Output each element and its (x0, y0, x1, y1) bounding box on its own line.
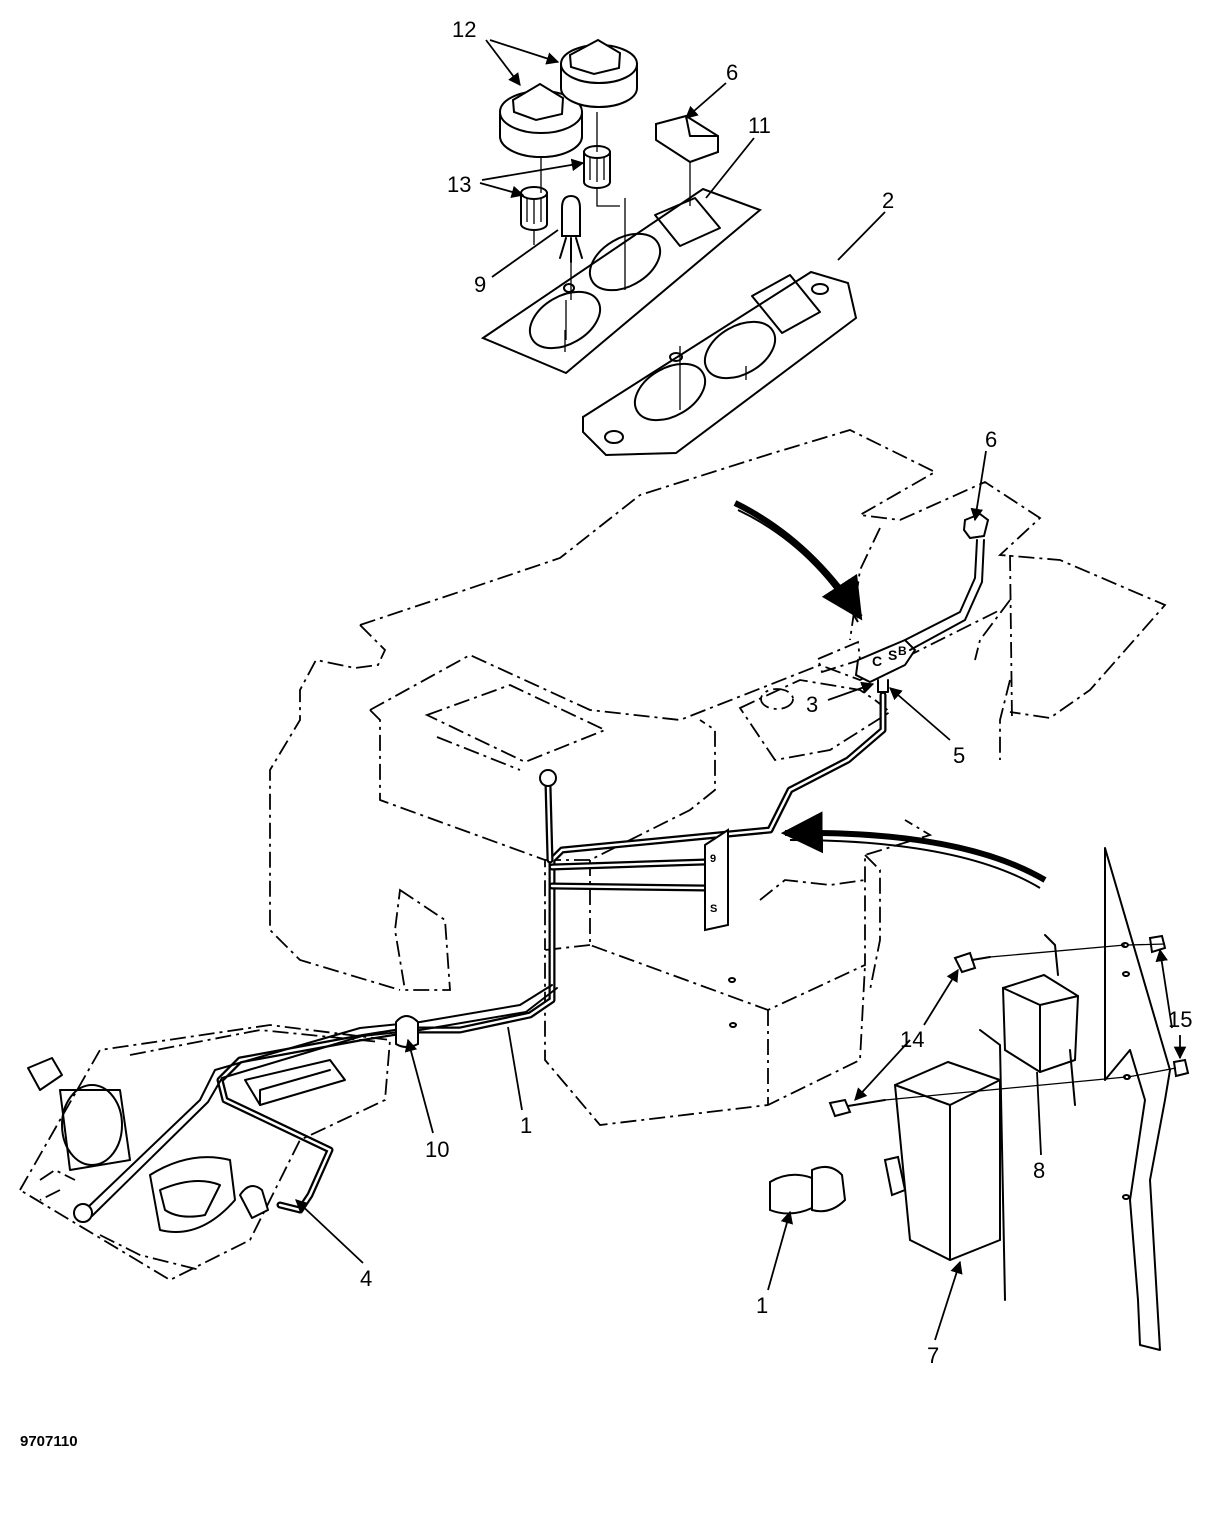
callout-3: 3 (806, 692, 818, 717)
callout-4: 4 (360, 1266, 372, 1291)
callout-9: 9 (474, 272, 486, 297)
callout-leaders (295, 39, 1187, 1341)
curved-arrow-lower (780, 811, 1047, 883)
curved-arrow-upper (733, 500, 863, 621)
bushing-13-right (583, 145, 611, 189)
callout-numbers: 12 6 11 13 2 9 6 3 5 1 10 4 14 15 8 1 7 (360, 17, 1192, 1368)
callout-1-switch: 1 (756, 1293, 768, 1318)
relay-bracket-assembly (769, 847, 1190, 1351)
callout-8: 8 (1033, 1158, 1045, 1183)
callout-6-dash: 6 (985, 427, 997, 452)
callout-14: 14 (900, 1027, 924, 1052)
bushing-13-left (520, 186, 548, 231)
callout-6-top: 6 (726, 60, 738, 85)
bezel-plate-11 (480, 187, 762, 375)
control-panel-assembly (480, 38, 858, 457)
callout-5: 5 (953, 743, 965, 768)
svg-text:B: B (898, 644, 907, 658)
side-panel (1104, 847, 1171, 1351)
solenoid-7 (893, 1060, 1001, 1262)
callout-11: 11 (748, 113, 771, 138)
indicator-lamp-9 (559, 194, 583, 263)
callout-2: 2 (882, 188, 894, 213)
callout-13: 13 (447, 172, 471, 197)
callout-7: 7 (927, 1343, 939, 1368)
wiring-harness: 9 S (84, 691, 887, 1217)
knob-12-right (560, 38, 638, 108)
tag-text-top: 9 (710, 853, 716, 865)
tag-text-bottom: S (710, 903, 717, 915)
dash-switch-mount: C S B (854, 512, 990, 693)
engine-area-outline (19, 1024, 391, 1282)
svg-text:C: C (872, 653, 882, 669)
figure-code: 9707110 (20, 1433, 78, 1450)
callout-15: 15 (1168, 1007, 1192, 1032)
callout-10: 10 (425, 1137, 449, 1162)
callout-1-harness: 1 (520, 1113, 532, 1138)
mounting-plate-2 (582, 270, 858, 457)
callout-12: 12 (452, 17, 476, 42)
starter-switch-1 (769, 1173, 813, 1215)
harness-tag (704, 828, 729, 932)
frame-block-outline (394, 819, 933, 1126)
svg-text:S: S (888, 647, 897, 663)
curved-arrows (733, 500, 1047, 889)
